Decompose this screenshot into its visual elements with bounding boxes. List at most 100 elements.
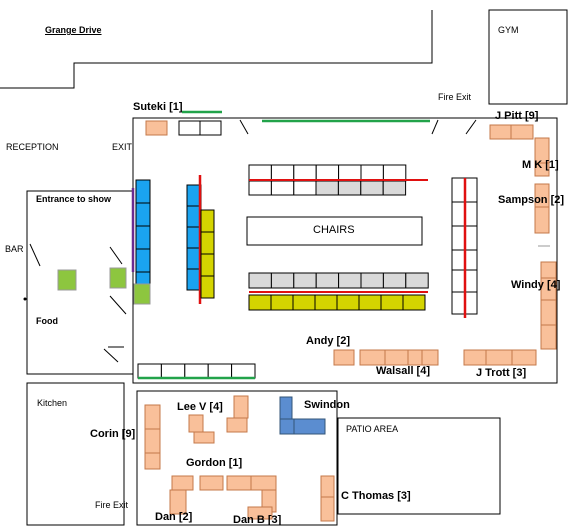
stall-table bbox=[169, 489, 187, 515]
blue-table bbox=[135, 179, 151, 204]
blue-table bbox=[279, 396, 293, 420]
chair-row bbox=[360, 180, 384, 196]
page-title: Grange Drive bbox=[45, 25, 102, 35]
stall-table bbox=[144, 428, 161, 454]
stall-label-walsall: Walsall [4] bbox=[376, 365, 430, 377]
stall-table bbox=[226, 417, 248, 433]
stall-table bbox=[359, 349, 386, 366]
chair-row bbox=[360, 164, 384, 182]
stall-table bbox=[250, 475, 277, 491]
chair-row bbox=[382, 164, 407, 182]
stall-table bbox=[510, 124, 534, 140]
stall-table bbox=[407, 349, 423, 366]
stall-table bbox=[489, 124, 512, 140]
yellow-table bbox=[200, 275, 215, 299]
kitchen-room bbox=[26, 382, 125, 526]
stall-label-corin: Corin [9] bbox=[90, 428, 136, 440]
door-line bbox=[109, 295, 127, 315]
stall-table bbox=[540, 299, 557, 326]
yellow-table-row bbox=[402, 294, 426, 311]
stall-table bbox=[233, 395, 249, 419]
stall-label-sampson: Sampson [2] bbox=[498, 194, 565, 206]
grey-table-row bbox=[248, 272, 272, 289]
door-line bbox=[431, 119, 439, 135]
stall-label-leev: Lee V [4] bbox=[177, 401, 223, 413]
grey-table-row bbox=[270, 272, 295, 289]
chair-row bbox=[382, 180, 407, 196]
stall-table bbox=[193, 431, 215, 444]
door-line bbox=[29, 243, 41, 267]
stall-table bbox=[320, 496, 335, 522]
chair-row bbox=[248, 164, 272, 182]
stall-label-jtrott: J Trott [3] bbox=[476, 367, 527, 379]
reception-label: RECEPTION bbox=[6, 142, 59, 152]
blue-table bbox=[293, 418, 326, 435]
stall-table bbox=[540, 324, 557, 350]
white-table bbox=[207, 363, 233, 379]
white-table bbox=[160, 363, 186, 379]
stall-table bbox=[534, 206, 550, 234]
stall-table bbox=[540, 261, 557, 279]
door-line bbox=[465, 119, 477, 135]
chair-row bbox=[338, 164, 362, 182]
stall-table bbox=[144, 452, 161, 470]
white-table bbox=[184, 363, 209, 379]
green-box bbox=[109, 267, 127, 289]
stall-table bbox=[145, 120, 168, 136]
patio-area bbox=[337, 417, 501, 515]
stall-table bbox=[247, 506, 273, 520]
stall-label-gordon: Gordon [1] bbox=[186, 457, 243, 469]
fire-exit-bottom-label: Fire Exit bbox=[95, 500, 129, 510]
stall-label-suteki: Suteki [1] bbox=[133, 101, 183, 113]
green-box bbox=[57, 269, 77, 291]
stall-table bbox=[199, 475, 224, 491]
chair-row bbox=[315, 164, 340, 182]
grey-table-row bbox=[382, 272, 407, 289]
chair-row bbox=[337, 180, 362, 196]
blue-table bbox=[135, 225, 151, 250]
lower-hall bbox=[136, 390, 338, 526]
yellow-table bbox=[200, 253, 215, 277]
food-label: Food bbox=[36, 316, 58, 326]
green-box bbox=[133, 283, 151, 305]
stall-label-danb: Dan B [3] bbox=[233, 514, 282, 526]
yellow-table-row bbox=[380, 294, 404, 311]
door-line bbox=[239, 119, 249, 135]
white-table bbox=[199, 120, 222, 136]
door-line bbox=[103, 348, 119, 363]
entrance-room bbox=[26, 190, 134, 375]
blue-table bbox=[279, 418, 295, 435]
yellow-table-row bbox=[336, 294, 360, 311]
grey-table-row bbox=[315, 272, 340, 289]
yellow-table-row bbox=[358, 294, 382, 311]
exit-label: EXIT bbox=[112, 142, 133, 152]
grey-table-row bbox=[405, 272, 429, 289]
blue-table bbox=[135, 202, 151, 227]
white-table bbox=[231, 363, 256, 379]
yellow-table bbox=[200, 209, 215, 233]
chairs-label: CHAIRS bbox=[313, 224, 355, 236]
stall-label-swindon: Swindon bbox=[304, 399, 350, 411]
grey-table-row bbox=[293, 272, 317, 289]
stall-table bbox=[226, 475, 252, 491]
stall-table bbox=[188, 414, 204, 433]
chair-row bbox=[293, 164, 317, 182]
stall-table bbox=[384, 349, 409, 366]
yellow-table-row bbox=[292, 294, 316, 311]
yellow-table-row bbox=[270, 294, 294, 311]
stall-table bbox=[333, 349, 355, 366]
grey-table-row bbox=[338, 272, 362, 289]
yellow-table-row bbox=[248, 294, 272, 311]
stall-label-cthomas: C Thomas [3] bbox=[341, 490, 411, 502]
gym-room bbox=[488, 9, 568, 105]
stall-table bbox=[463, 349, 487, 366]
chair-row bbox=[248, 180, 272, 196]
door-line bbox=[109, 246, 123, 265]
white-table bbox=[137, 363, 162, 379]
chair-row bbox=[270, 164, 295, 182]
stall-table bbox=[171, 475, 194, 491]
patio-label: PATIO AREA bbox=[346, 424, 399, 434]
chair-row bbox=[315, 180, 339, 196]
stall-table bbox=[421, 349, 439, 366]
